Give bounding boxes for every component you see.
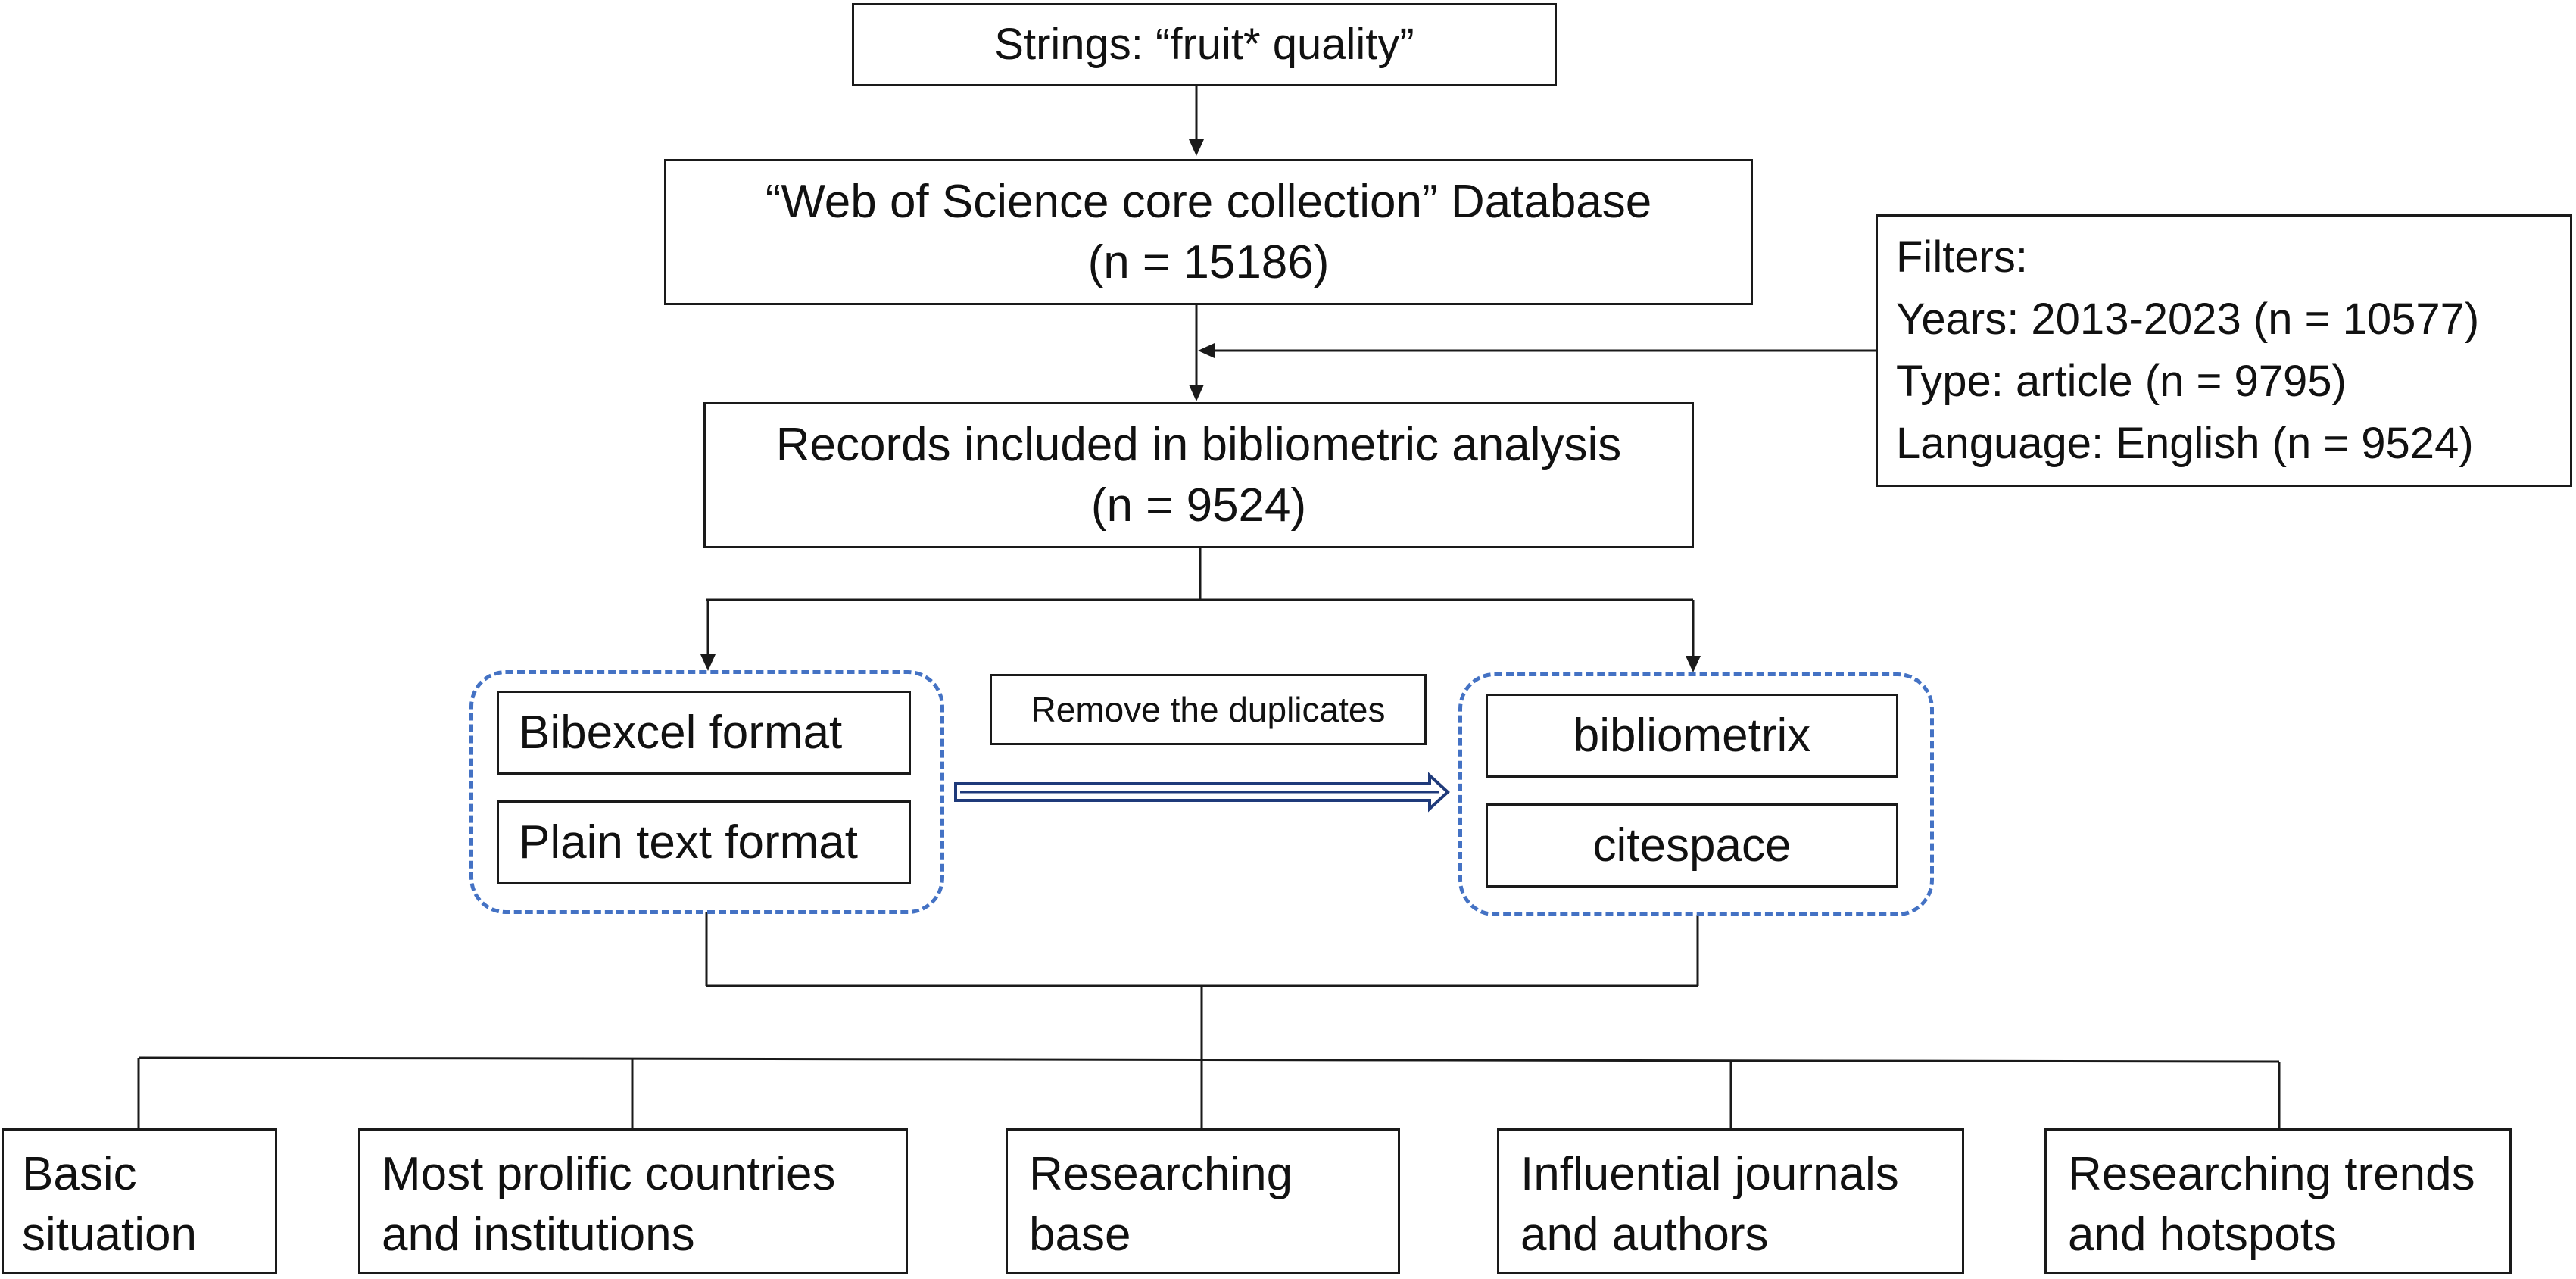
distribution-horizontal bbox=[138, 1056, 2280, 1063]
plain-text-format-label: Plain text format bbox=[519, 816, 858, 869]
filters-years: Years: 2013-2023 (n = 10577) bbox=[1896, 295, 2480, 344]
filters-type: Type: article (n = 9795) bbox=[1896, 357, 2347, 406]
records-box: Records included in bibliometric analysi… bbox=[703, 402, 1694, 548]
arrowhead-database bbox=[1189, 139, 1204, 156]
remove-duplicates-label: Remove the duplicates bbox=[1031, 690, 1386, 729]
output-basic-situation: Basic situation bbox=[2, 1128, 277, 1274]
output-trends-line1: Researching trends bbox=[2068, 1147, 2475, 1200]
database-title: “Web of Science core collection” Databas… bbox=[765, 175, 1652, 228]
search-strings-box: Strings: “fruit* quality” bbox=[852, 3, 1557, 86]
output-trends-line2: and hotspots bbox=[2068, 1208, 2337, 1261]
output-countries-line1: Most prolific countries bbox=[382, 1147, 836, 1200]
plain-text-format-box: Plain text format bbox=[497, 800, 911, 884]
bibexcel-format-label: Bibexcel format bbox=[519, 706, 843, 759]
database-count: (n = 15186) bbox=[1087, 236, 1330, 289]
arrowhead-filters bbox=[1198, 343, 1215, 358]
bibexcel-format-box: Bibexcel format bbox=[497, 691, 911, 775]
output-base-line1: Researching bbox=[1029, 1147, 1293, 1200]
remove-duplicates-box: Remove the duplicates bbox=[990, 674, 1427, 745]
citespace-box: citespace bbox=[1486, 803, 1898, 888]
records-title: Records included in bibliometric analysi… bbox=[775, 418, 1622, 471]
arrowhead-tools bbox=[1686, 656, 1701, 672]
bibliometrix-box: bibliometrix bbox=[1486, 694, 1898, 778]
output-journals-line2: and authors bbox=[1520, 1208, 1769, 1261]
filters-title: Filters: bbox=[1896, 232, 2028, 282]
output-basic-line2: situation bbox=[22, 1208, 197, 1261]
output-journals-line1: Influential journals bbox=[1520, 1147, 1899, 1200]
output-prolific-countries: Most prolific countries and institutions bbox=[358, 1128, 908, 1274]
filters-box: Filters: Years: 2013-2023 (n = 10577) Ty… bbox=[1876, 214, 2572, 487]
bibliometrix-label: bibliometrix bbox=[1573, 709, 1811, 762]
arrowhead-records bbox=[1189, 385, 1204, 401]
filters-language: Language: English (n = 9524) bbox=[1896, 419, 2474, 468]
arrowhead-formats bbox=[700, 654, 716, 671]
formats-group bbox=[469, 670, 944, 914]
output-base-line2: base bbox=[1029, 1208, 1131, 1261]
output-influential-journals: Influential journals and authors bbox=[1497, 1128, 1964, 1274]
double-arrow-dedupe bbox=[954, 772, 1450, 813]
tools-group bbox=[1458, 672, 1934, 916]
records-count: (n = 9524) bbox=[1090, 479, 1307, 532]
citespace-label: citespace bbox=[1592, 819, 1792, 872]
output-research-trends: Researching trends and hotspots bbox=[2044, 1128, 2512, 1274]
search-strings-text: Strings: “fruit* quality” bbox=[994, 20, 1414, 69]
output-countries-line2: and institutions bbox=[382, 1208, 695, 1261]
output-basic-line1: Basic bbox=[22, 1147, 137, 1200]
database-box: “Web of Science core collection” Databas… bbox=[664, 159, 1753, 305]
output-researching-base: Researching base bbox=[1006, 1128, 1400, 1274]
